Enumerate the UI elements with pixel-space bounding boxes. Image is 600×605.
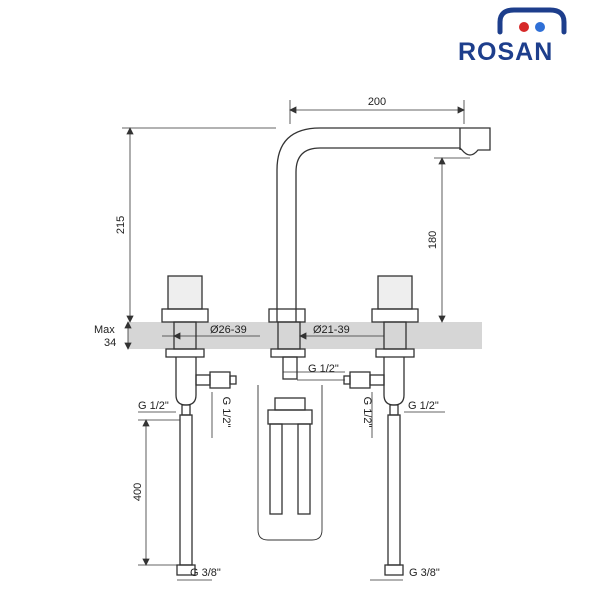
dim-left-thread-v: G 1/2" [220, 397, 232, 428]
left-hose [179, 414, 193, 566]
dim-outlet-height: 180 [427, 231, 439, 249]
dim-center-thread: G 1/2" [308, 363, 339, 375]
brand-logo-icon [497, 7, 567, 35]
dim-max-value: 34 [104, 337, 116, 349]
dim-left-thread-h: G 1/2" [138, 400, 169, 412]
dim-diameter-left: Ø26-39 [210, 324, 247, 336]
left-handle-knurled [167, 275, 203, 310]
right-handle-knurled [377, 275, 413, 310]
faucet-outline [161, 127, 491, 576]
dim-hose-length: 400 [132, 483, 144, 501]
dim-spout-width: 200 [368, 96, 386, 108]
brand-name: ROSAN [458, 38, 554, 66]
dim-max-label: Max [94, 324, 115, 336]
left-handle-base [161, 308, 209, 323]
dim-right-hose-thread: G 3/8" [409, 567, 440, 579]
spout [276, 127, 491, 322]
dim-right-thread-v: G 1/2" [361, 397, 373, 428]
dimension-labels: 200 215 180 Max 34 Ø26-39 Ø21-39 G 1/2" … [94, 96, 440, 579]
dim-total-height: 215 [115, 216, 127, 234]
right-handle-base [371, 308, 419, 323]
dimension-lines [122, 100, 470, 581]
dim-left-hose-thread: G 3/8" [190, 567, 221, 579]
center-hose-loop [257, 385, 323, 541]
dim-diameter-right: Ø21-39 [313, 324, 350, 336]
dim-right-thread-h: G 1/2" [408, 400, 439, 412]
right-hose [387, 414, 401, 566]
center-connector [274, 397, 306, 411]
spout-base [268, 308, 306, 323]
